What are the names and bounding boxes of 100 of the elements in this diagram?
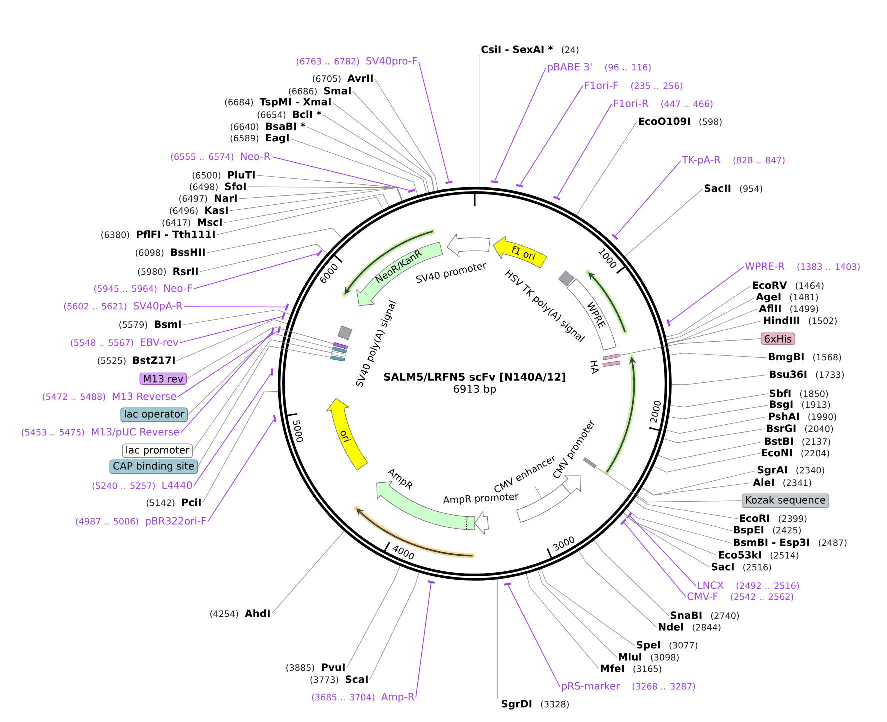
site-label: EcoRI (2399) bbox=[740, 514, 807, 524]
leader-line bbox=[176, 319, 288, 362]
feature-tag: Kozak sequence bbox=[742, 494, 830, 508]
leader-line bbox=[322, 114, 430, 193]
leader-line bbox=[666, 298, 756, 340]
leader-line bbox=[538, 570, 618, 658]
feature-tag: CAP binding site bbox=[110, 460, 198, 474]
leader-line bbox=[623, 512, 710, 568]
primer-label: (4987 .. 5006) pBR322ori-F bbox=[76, 517, 206, 527]
leader-line bbox=[615, 160, 682, 236]
leader-line bbox=[290, 138, 418, 196]
leader-line bbox=[626, 508, 732, 544]
site-label: BsrGI (2040) bbox=[767, 424, 834, 434]
leader-line bbox=[666, 286, 752, 338]
leader-line bbox=[418, 62, 450, 182]
scale-number: 4000 bbox=[393, 546, 414, 560]
feature-tag: M13 rev bbox=[140, 372, 187, 386]
primer-label: F1ori-R (447 .. 466) bbox=[614, 100, 713, 108]
primer-mark bbox=[277, 326, 282, 334]
leader-line bbox=[658, 442, 764, 461]
primer-label: (5602 .. 5621) SV40pA-R bbox=[64, 302, 183, 312]
leader-line bbox=[596, 466, 742, 503]
site-label: (5579) BsmI bbox=[120, 320, 181, 330]
site-label: (6640) BsaBI * bbox=[230, 122, 306, 132]
site-label: SacII (954) bbox=[704, 184, 762, 194]
site-label: (6098) BssHII bbox=[136, 248, 205, 258]
feature-mark bbox=[330, 356, 346, 362]
leader-line bbox=[620, 338, 762, 356]
site-label: BspEI (2425) bbox=[734, 526, 801, 536]
site-label: (6380) PflFI - Tth111I bbox=[102, 230, 215, 240]
primer-label: (5240 .. 5257) L4440 bbox=[92, 482, 192, 490]
feature-mark bbox=[603, 354, 621, 360]
primer-label: (6763 .. 6782) SV40pro-F bbox=[296, 57, 418, 67]
leader-line bbox=[667, 320, 762, 344]
feature-tag: lac operator bbox=[120, 408, 188, 422]
feature-mark bbox=[331, 351, 346, 358]
leader-line bbox=[180, 316, 283, 344]
site-label: EcoRV (1464) bbox=[753, 282, 824, 290]
leader-line bbox=[332, 102, 435, 192]
leader-line bbox=[198, 346, 331, 468]
leader-line bbox=[576, 122, 638, 216]
primer-mark bbox=[516, 184, 524, 188]
site-label: AflII (1499) bbox=[759, 304, 818, 314]
site-label: MfeI (3165) bbox=[601, 664, 662, 674]
site-label: NdeI (2844) bbox=[659, 623, 721, 632]
primer-label: (5548 .. 5567) EBV-rev bbox=[71, 338, 179, 348]
primer-mark bbox=[612, 234, 618, 240]
site-label: (6654) BclI * bbox=[258, 110, 322, 120]
node-label: AmpR promoter bbox=[444, 494, 519, 505]
primer-mark bbox=[273, 414, 277, 422]
site-label: (6500) PluTI bbox=[192, 171, 255, 180]
leader-line bbox=[188, 333, 333, 416]
site-label: SgrDI (3328) bbox=[502, 700, 570, 710]
site-label: (4254) AhdI bbox=[210, 610, 270, 618]
site-label: MluI (3098) bbox=[619, 653, 679, 662]
primer-label: CMV-F (2542 .. 2562) bbox=[688, 592, 794, 602]
feature-block: ori bbox=[326, 398, 368, 471]
leader-line bbox=[178, 330, 278, 398]
site-label: (5525) BstZ17I bbox=[98, 356, 175, 366]
site-label: Eco53kI (2514) bbox=[719, 551, 799, 560]
primer-mark bbox=[271, 368, 274, 376]
leader-line bbox=[667, 308, 758, 344]
site-label: BsmBI - Esp3I (2487) bbox=[734, 538, 847, 548]
leader-line bbox=[578, 550, 658, 628]
leader-line bbox=[416, 583, 432, 698]
leader-line bbox=[623, 512, 718, 556]
scale-number: 2000 bbox=[650, 401, 662, 424]
site-label: (6417) MscI bbox=[162, 218, 222, 228]
site-label: (6497) NarI bbox=[180, 194, 237, 204]
leader-line bbox=[194, 253, 318, 290]
primer-mark bbox=[428, 580, 436, 584]
leader-line bbox=[541, 568, 636, 646]
leader-line bbox=[666, 416, 768, 434]
leader-line bbox=[202, 391, 279, 504]
leader-line bbox=[374, 78, 438, 191]
site-label: BsgI (1913) bbox=[770, 400, 830, 410]
leader-line bbox=[200, 244, 328, 272]
scale-number: 3000 bbox=[553, 536, 575, 552]
leader-line bbox=[306, 126, 427, 194]
leader-line bbox=[208, 420, 274, 522]
leader-line bbox=[653, 453, 760, 473]
primer-label: (5453 .. 5475) M13/pUC Reverse bbox=[22, 428, 180, 438]
leader-line bbox=[184, 306, 286, 308]
site-label: CsiI - SexAI * (24) bbox=[482, 46, 579, 54]
site-label: (6496) KasI bbox=[170, 206, 228, 216]
leader-line bbox=[216, 197, 384, 236]
primer-label: (3685 .. 3704) Amp-R bbox=[312, 693, 415, 703]
leader-line bbox=[664, 428, 766, 444]
site-label: (5980) RsrII bbox=[138, 268, 198, 276]
leader-line bbox=[186, 326, 334, 380]
site-label: (3773) ScaI bbox=[310, 676, 368, 684]
site-label: AleI (2341) bbox=[753, 478, 812, 488]
primer-mark bbox=[284, 304, 290, 311]
leader-line bbox=[494, 68, 546, 182]
leader-line bbox=[256, 175, 404, 202]
leader-line bbox=[352, 91, 435, 192]
leader-line bbox=[508, 585, 560, 688]
primer-label: (5945 .. 5964) Neo-F bbox=[94, 284, 192, 294]
primer-mark bbox=[553, 196, 560, 201]
primer-mark bbox=[281, 312, 286, 320]
